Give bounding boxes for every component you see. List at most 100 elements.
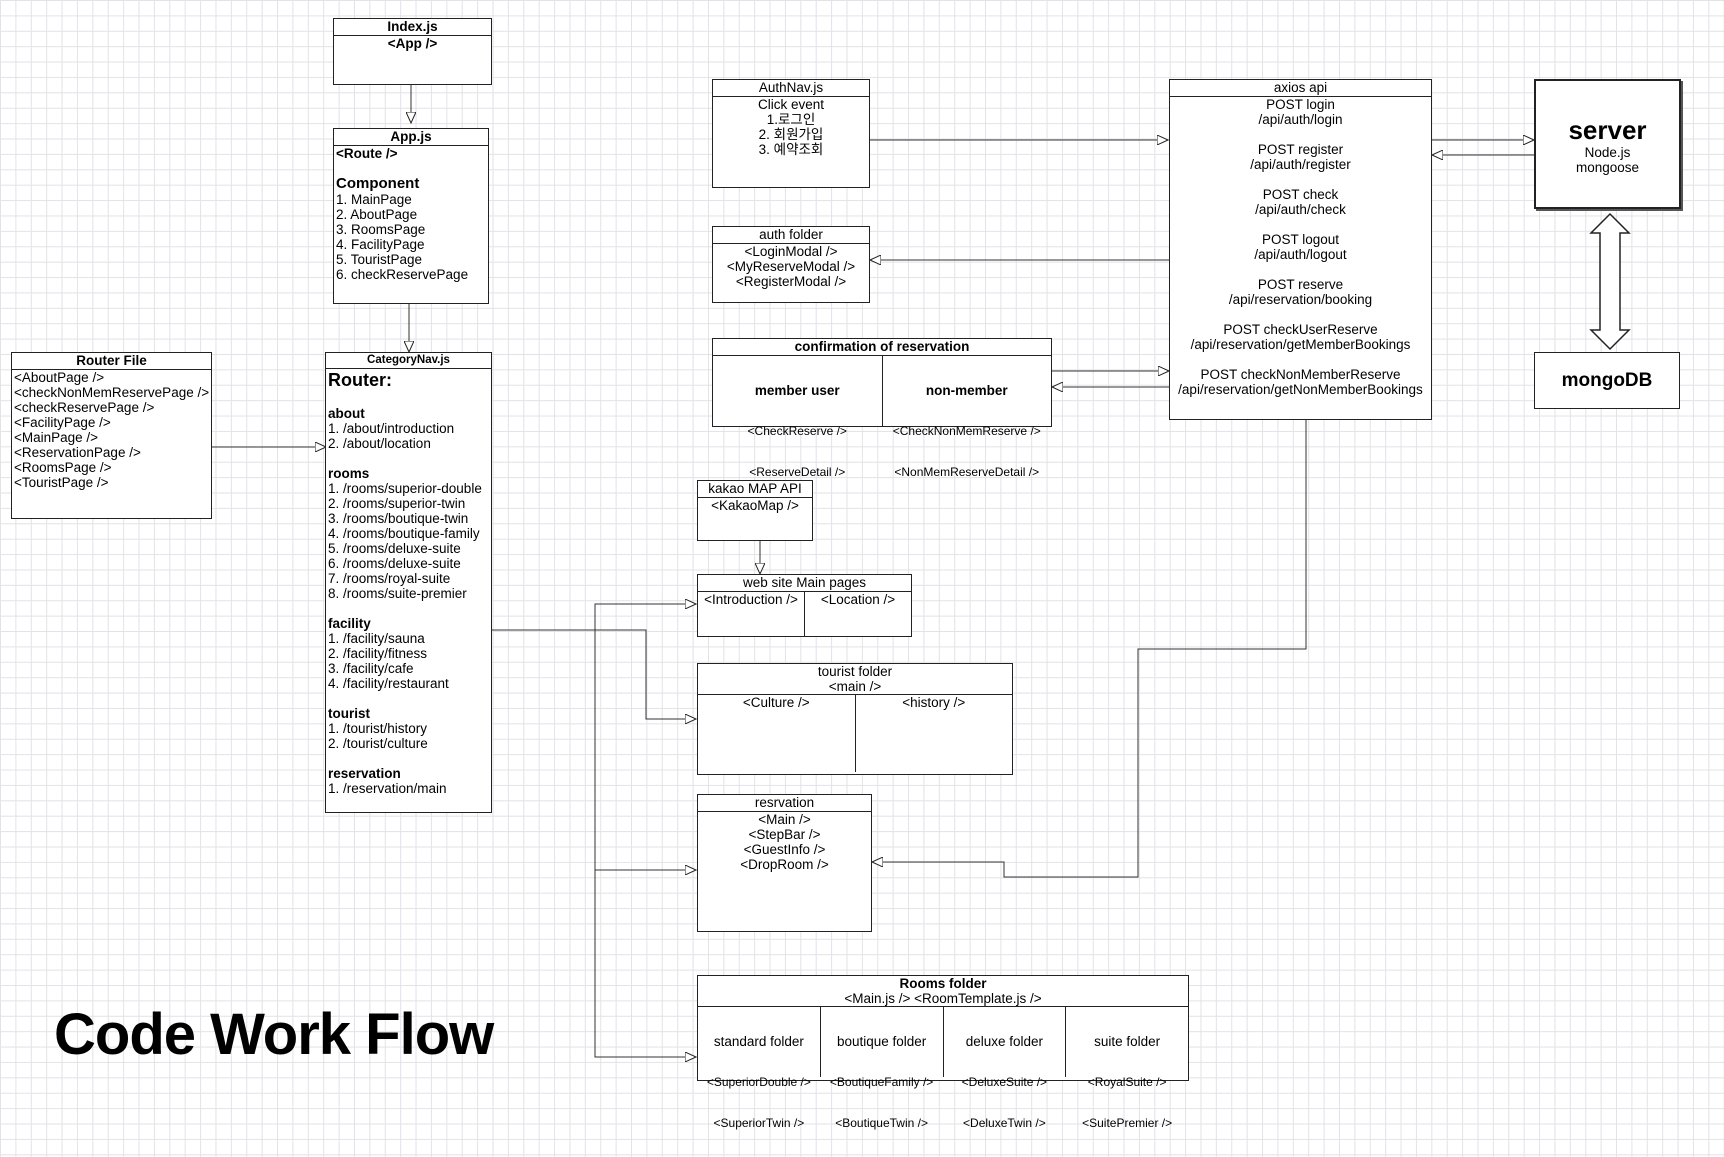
- reservation-item: <DropRoom />: [740, 857, 829, 872]
- mongodb-title: mongoDB: [1561, 370, 1653, 391]
- category-route-item: 6. /rooms/deluxe-suite: [328, 556, 461, 571]
- standard-folder-column: standard folder <SuperiorDouble /> <Supe…: [698, 1007, 821, 1129]
- tourist-folder-box: tourist folder <main /> <Culture /> <his…: [697, 663, 1013, 775]
- tourist-folder-col: <history />: [902, 695, 966, 710]
- router-file-item: <AboutPage />: [14, 370, 105, 385]
- kakao-map-box: kakao MAP API <KakaoMap />: [697, 480, 813, 541]
- axios-api-title: axios api: [1170, 80, 1431, 97]
- standard-folder-title: standard folder: [713, 1034, 804, 1049]
- app-component-item: 2. AboutPage: [336, 207, 418, 222]
- authnav-line: 3. 예약조회: [758, 142, 824, 157]
- tourist-folder-title: tourist folder: [817, 664, 893, 679]
- category-route-item: 3. /facility/cafe: [328, 661, 414, 676]
- arrow-categorynav-to-mainpages: [492, 604, 696, 631]
- boutique-folder-column: boutique folder <BoutiqueFamily /> <Bout…: [821, 1007, 944, 1129]
- server-title: server: [1568, 115, 1647, 145]
- room-component: <SuitePremier />: [1082, 1115, 1173, 1130]
- rooms-folder-subtitle: <Main.js /> <RoomTemplate.js />: [844, 991, 1042, 1006]
- axios-endpoint: POST check/api/auth/check: [1170, 187, 1431, 217]
- router-file-item: <RoomsPage />: [14, 460, 112, 475]
- member-user-item: <CheckReserve />: [747, 424, 847, 438]
- member-user-item: <ReserveDetail />: [749, 464, 846, 479]
- endpoint-path: /api/auth/register: [1250, 157, 1351, 172]
- non-member-item: <CheckNonMemReserve />: [892, 424, 1041, 438]
- authnav-box: AuthNav.js Click event 1.로그인 2. 회원가입 3. …: [712, 79, 870, 188]
- auth-folder-item: <RegisterModal />: [735, 274, 847, 289]
- category-route-item: 1. /tourist/history: [328, 721, 428, 736]
- index-js-body: <App />: [387, 36, 438, 51]
- endpoint-method: POST reserve: [1257, 277, 1344, 292]
- category-route-item: 1. /reservation/main: [328, 781, 447, 796]
- router-file-item: <MainPage />: [14, 430, 99, 445]
- endpoint-path: /api/auth/login: [1258, 112, 1343, 127]
- non-member-column: non-member <CheckNonMemReserve /> <NonMe…: [883, 356, 1052, 478]
- non-member-title: non-member: [925, 383, 1008, 398]
- server-line: Node.js: [1584, 145, 1631, 160]
- member-user-title: member user: [754, 383, 840, 398]
- category-nav-router: Router:: [328, 370, 392, 390]
- room-component: <SuperiorTwin />: [713, 1115, 805, 1130]
- page-title: Code Work Flow: [54, 1002, 494, 1067]
- axios-endpoint: POST checkUserReserve/api/reservation/ge…: [1170, 322, 1431, 352]
- app-component-title: Component: [336, 175, 420, 192]
- main-pages-col: <Introduction />: [698, 592, 805, 637]
- reservation-box: resrvation <Main /> <StepBar /> <GuestIn…: [697, 794, 872, 932]
- main-pages-title: web site Main pages: [698, 575, 911, 592]
- app-js-box: App.js <Route /> Component 1. MainPage 2…: [333, 128, 489, 304]
- axios-endpoint: POST logout/api/auth/logout: [1170, 232, 1431, 262]
- index-js-box: Index.js <App />: [333, 18, 492, 85]
- category-section-title: reservation: [328, 766, 401, 781]
- endpoint-path: /api/reservation/booking: [1228, 292, 1373, 307]
- authnav-title: AuthNav.js: [713, 80, 869, 97]
- router-file-item: <checkNonMemReservePage />: [14, 385, 210, 400]
- auth-folder-item: <MyReserveModal />: [726, 259, 856, 274]
- main-pages-col: <Location />: [820, 592, 896, 607]
- category-nav-title: CategoryNav.js: [326, 353, 491, 369]
- category-route-item: 4. /facility/restaurant: [328, 676, 449, 691]
- category-route-item: 4. /rooms/boutique-family: [328, 526, 480, 541]
- room-component: <BoutiqueFamily />: [829, 1075, 934, 1089]
- axios-endpoint: POST checkNonMemberReserve/api/reservati…: [1170, 367, 1431, 397]
- category-route-item: 2. /rooms/superior-twin: [328, 496, 466, 511]
- auth-folder-box: auth folder <LoginModal /> <MyReserveMod…: [712, 226, 870, 303]
- app-component-item: 5. TouristPage: [336, 252, 423, 267]
- server-line: mongoose: [1575, 160, 1640, 175]
- app-js-title: App.js: [334, 129, 488, 146]
- app-component-item: 1. MainPage: [336, 192, 412, 207]
- category-route-item: 5. /rooms/deluxe-suite: [328, 541, 461, 556]
- app-component-item: 3. RoomsPage: [336, 222, 426, 237]
- category-route-item: 1. /about/introduction: [328, 421, 455, 436]
- app-component-item: 6. checkReservePage: [336, 267, 469, 282]
- axios-endpoint: POST reserve/api/reservation/booking: [1170, 277, 1431, 307]
- auth-folder-title: auth folder: [713, 227, 869, 244]
- category-section-title: tourist: [328, 706, 370, 721]
- endpoint-method: POST logout: [1261, 232, 1340, 247]
- member-user-column: member user <CheckReserve /> <ReserveDet…: [713, 356, 883, 478]
- category-section-title: about: [328, 406, 365, 421]
- endpoint-path: /api/reservation/getNonMemberBookings: [1178, 382, 1423, 397]
- rooms-folder-header: Rooms folder <Main.js /> <RoomTemplate.j…: [698, 976, 1188, 1007]
- category-route-item: 2. /tourist/culture: [328, 736, 428, 751]
- room-component: <DeluxeTwin />: [963, 1115, 1046, 1130]
- endpoint-path: /api/auth/check: [1255, 202, 1346, 217]
- authnav-line: 1.로그인: [766, 112, 816, 127]
- router-file-title: Router File: [12, 353, 211, 370]
- server-box: server Node.js mongoose: [1534, 79, 1681, 209]
- index-js-title: Index.js: [334, 19, 491, 36]
- router-file-box: Router File <AboutPage /> <checkNonMemRe…: [11, 352, 212, 519]
- app-component-item: 4. FacilityPage: [336, 237, 425, 252]
- router-file-item: <FacilityPage />: [14, 415, 111, 430]
- connector-lines: [212, 84, 1631, 1099]
- endpoint-method: POST login: [1266, 97, 1335, 112]
- arrow-categorynav-to-tourist: [580, 629, 696, 719]
- reservation-title: resrvation: [698, 795, 871, 812]
- mongodb-box: mongoDB: [1534, 352, 1680, 409]
- reservation-item: <StepBar />: [748, 827, 821, 842]
- axios-endpoint: POST register/api/auth/register: [1170, 142, 1431, 172]
